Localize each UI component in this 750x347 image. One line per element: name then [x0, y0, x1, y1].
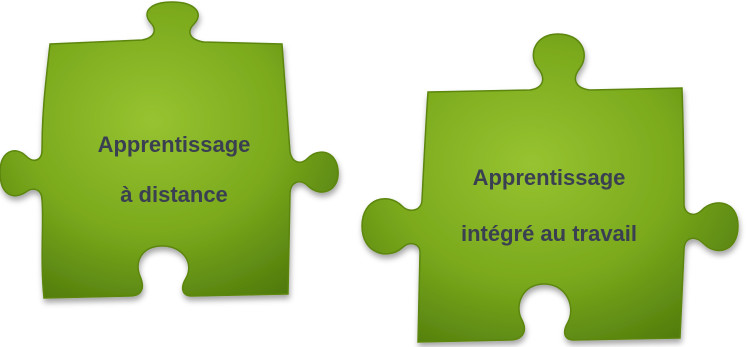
right-label-line-1: Apprentissage	[472, 165, 626, 190]
left-label-line-2: à distance	[120, 182, 228, 207]
left-puzzle-piece	[0, 1, 339, 299]
right-label-line-2: intégré au travail	[460, 221, 638, 246]
left-piece-label: Apprentissage à distance	[40, 120, 308, 220]
right-puzzle-piece	[361, 33, 739, 343]
left-label-line-1: Apprentissage	[97, 132, 251, 157]
right-piece-label: Apprentissage intégré au travail	[414, 150, 684, 262]
